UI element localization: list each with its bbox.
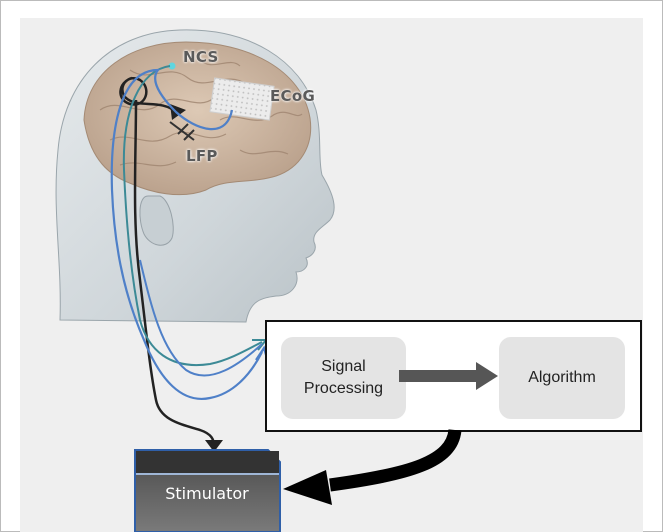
feedback-arrowhead	[283, 470, 332, 505]
wire-blue	[110, 68, 263, 401]
stimulator-device	[134, 449, 281, 532]
wire-black-lead	[133, 99, 216, 447]
brain-folds	[99, 59, 303, 167]
signal-processing-label: Signal Processing	[281, 356, 406, 400]
stimulator-label: Stimulator	[165, 484, 249, 503]
algorithm-label: Algorithm	[528, 369, 596, 386]
lfp-arrowhead	[170, 104, 186, 120]
wire-black-loop	[119, 76, 177, 113]
signal-processing-line-2: Processing	[303, 380, 384, 397]
ear	[139, 195, 174, 246]
ncs-label: NCS	[183, 48, 219, 66]
algorithm-box	[499, 337, 625, 419]
lfp-electrode	[169, 121, 195, 141]
signal-processing-line-1: Signal	[321, 358, 366, 375]
ecog-grid	[209, 77, 275, 121]
wire-blue-branch	[139, 259, 263, 377]
feedback-arrow-curve	[329, 428, 462, 492]
wire-black-arrowhead	[205, 440, 223, 452]
wire-teal	[122, 65, 263, 367]
lfp-label: LFP	[186, 147, 218, 165]
signal-processing-box	[281, 337, 406, 419]
ncs-electrode	[168, 62, 176, 70]
ecog-label: ECoG	[270, 87, 316, 105]
processing-to-algorithm-arrow	[399, 362, 498, 390]
